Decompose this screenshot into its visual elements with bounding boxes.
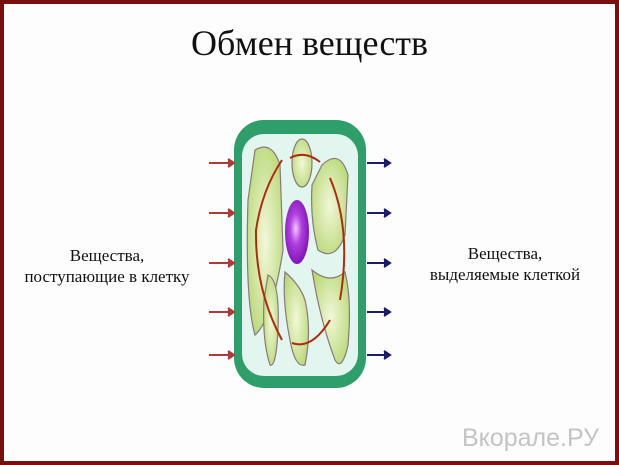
outgoing-arrows	[367, 158, 392, 360]
vacuole	[311, 157, 349, 255]
vacuole	[263, 274, 279, 366]
arrow-right-icon	[209, 208, 236, 218]
label-line: выделяемые клеткой	[429, 265, 581, 284]
arrow-right-icon	[209, 307, 236, 317]
arrow-right-icon	[367, 350, 392, 360]
arrow-right-icon	[367, 158, 392, 168]
cell	[234, 120, 366, 388]
slide-title: Обмен веществ	[190, 23, 429, 63]
label-line: поступающие в клетку	[24, 267, 190, 286]
arrow-right-icon	[209, 158, 236, 168]
cytoplasm-flow	[254, 153, 346, 346]
arrow-right-icon	[209, 350, 236, 360]
vacuole	[291, 138, 313, 188]
arrow-right-icon	[209, 258, 236, 268]
arrow-right-icon	[367, 208, 392, 218]
excreted-substances-label: Вещества, выделяемые клеткой	[405, 243, 605, 285]
label-line: Вещества,	[69, 246, 145, 265]
arrow-right-icon	[367, 307, 392, 317]
incoming-substances-label: Вещества, поступающие в клетку	[0, 245, 214, 287]
incoming-arrows	[209, 158, 236, 360]
vacuole	[283, 270, 310, 366]
watermark: Вкорале.РУ	[461, 424, 599, 452]
nucleus	[285, 200, 309, 264]
arrow-right-icon	[367, 258, 392, 268]
vacuoles	[246, 138, 351, 366]
label-line: Вещества,	[467, 244, 543, 263]
